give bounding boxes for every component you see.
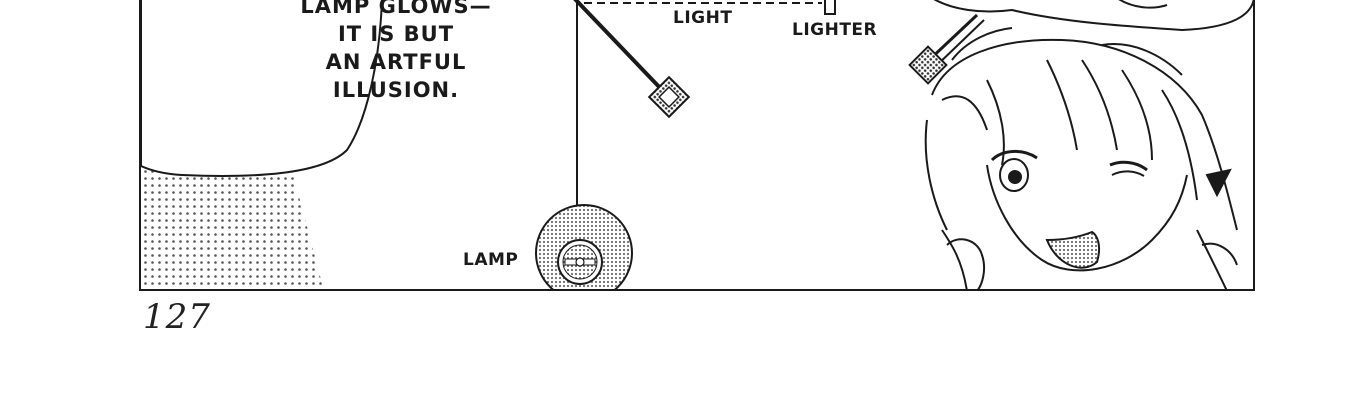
comic-panel: LAMP GLOWS— IT IS BUT AN ARTFUL ILLUSION… (139, 0, 1255, 291)
panel-artwork (141, 0, 1253, 289)
diagonal-stick (573, 0, 666, 94)
page-number: 127 (143, 297, 211, 337)
lamp-icon (535, 204, 633, 289)
speech-bubble-text: LAMP GLOWS— IT IS BUT AN ARTFUL ILLUSION… (281, 0, 511, 104)
screentone-area (141, 165, 324, 289)
character-illustration (908, 13, 1238, 289)
bubble-line: ILLUSION. (332, 78, 460, 102)
lighter-marker (824, 0, 836, 15)
speech-bubble (141, 0, 383, 177)
diamond-marker-icon (647, 75, 691, 119)
bubble-line: IT IS BUT (337, 22, 455, 46)
bubble-line: AN ARTFUL (325, 50, 467, 74)
label-light: LIGHT (673, 8, 733, 28)
label-lamp: LAMP (463, 250, 519, 270)
bubble-line: LAMP GLOWS— (300, 0, 492, 18)
speech-bubble-right (933, 0, 1253, 32)
label-lighter: LIGHTER (792, 20, 878, 40)
